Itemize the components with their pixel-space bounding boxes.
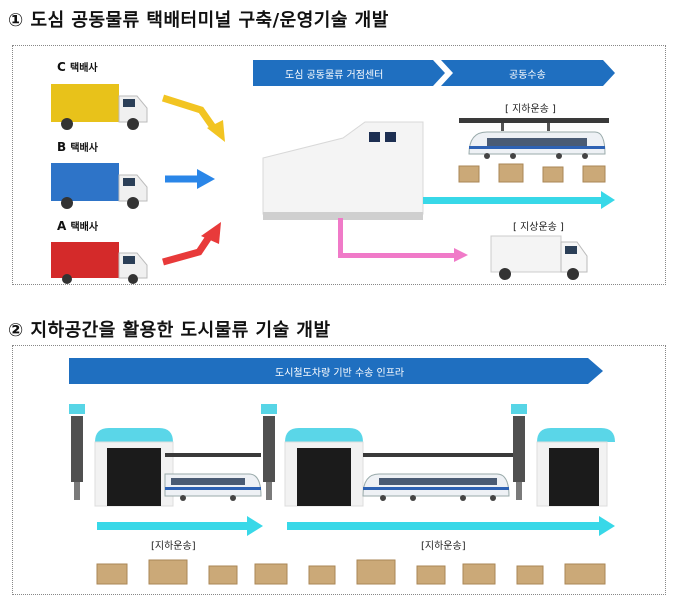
company-a-letter: A: [57, 219, 67, 233]
pillar-right-icon: [511, 404, 527, 500]
truck-c-icon: [51, 84, 148, 130]
ground-van-icon: [490, 235, 588, 280]
section1-illustration: [51, 60, 615, 284]
station-1-icon: [94, 428, 174, 507]
train-right-icon: [362, 473, 510, 501]
company-b-title: B 택배사: [57, 139, 98, 154]
underground-train-icon: [459, 118, 609, 159]
company-c-title: C 택배사: [57, 59, 98, 74]
section2-heading: ② 지하공간을 활용한 도시물류 기술 개발: [8, 320, 331, 341]
truck-a-icon: [51, 242, 148, 284]
infra-banner-label: 도시철도차량 기반 수송 인프라: [275, 368, 405, 379]
blue-arrow-icon: [165, 169, 215, 189]
section2-panel: 도시철도차량 기반 수송 인프라 [지하운송] [지하운송]: [12, 345, 666, 595]
train-left-icon: [164, 473, 262, 501]
logistics-center-icon: [262, 121, 424, 220]
underground-arrow-right-icon: [287, 516, 615, 536]
underground-label-right: [지하운송]: [421, 541, 466, 552]
company-c-letter: C: [57, 60, 66, 74]
company-a-title: A 택배사: [57, 218, 98, 233]
banner-center-label: 도심 공동물류 거점센터: [285, 70, 384, 81]
pillar-left-icon: [69, 404, 85, 500]
company-a-name: 택배사: [70, 222, 99, 233]
station-3-icon: [536, 428, 615, 507]
cargo-boxes-icon: [96, 559, 606, 585]
section1-panel: C 택배사 B 택배사 A 택배사 도심 공동물류 거점센터 공동수송 [ 지하…: [12, 45, 666, 285]
pillar-mid-icon: [261, 404, 277, 500]
cyan-arrow-icon: [423, 191, 615, 209]
truck-b-icon: [51, 163, 148, 209]
pink-arrow-icon: [338, 218, 468, 262]
yellow-arrow-icon: [161, 94, 225, 142]
banner-joint-label: 공동수송: [509, 70, 546, 81]
section1-heading: ① 도심 공동물류 택배터미널 구축/운영기술 개발: [8, 10, 389, 31]
underground-label-left: [지하운송]: [151, 541, 196, 552]
company-b-letter: B: [57, 140, 67, 154]
banner-center-shape: [253, 60, 445, 86]
banner-joint-shape: [441, 60, 615, 86]
company-b-name: 택배사: [70, 143, 98, 154]
underground-boxes-icon: [458, 163, 606, 183]
red-arrow-icon: [162, 222, 221, 266]
ground-label: [ 지상운송 ]: [513, 222, 564, 233]
underground-arrow-left-icon: [97, 516, 263, 536]
underground-label: [ 지하운송 ]: [505, 104, 556, 115]
infra-banner-shape: [69, 358, 603, 384]
company-c-name: 택배사: [70, 63, 98, 74]
station-2-icon: [284, 428, 364, 507]
section2-illustration: [69, 358, 615, 585]
